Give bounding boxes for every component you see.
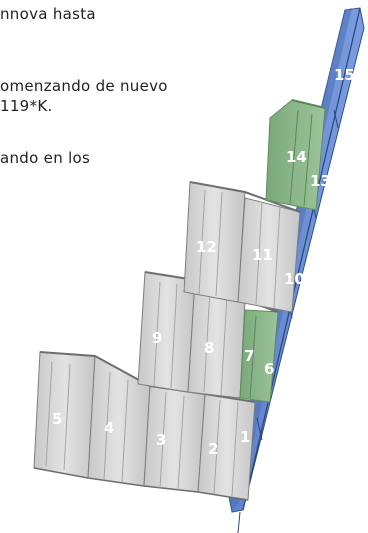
panel-number-13: 13 <box>310 172 331 190</box>
panel-number-1: 1 <box>240 428 250 446</box>
instruction-text-line-4: ando en los <box>0 149 91 167</box>
instruction-text-line-1: nnova hasta <box>0 5 96 23</box>
panel-number-5: 5 <box>52 410 62 428</box>
panel-number-10: 10 <box>284 270 305 288</box>
panel-number-7: 7 <box>244 347 254 365</box>
panel-number-2: 2 <box>208 440 218 458</box>
row-upper <box>183 181 301 313</box>
instruction-text-line-3: 119*K. <box>0 97 53 115</box>
panel-number-6: 6 <box>264 360 274 378</box>
panel-number-15: 15 <box>334 66 355 84</box>
panel-number-4: 4 <box>104 419 114 437</box>
panel-number-3: 3 <box>156 431 166 449</box>
row-top <box>265 99 326 211</box>
panel-number-14: 14 <box>286 148 307 166</box>
panel-number-labels: 1 2 3 4 5 6 7 8 9 10 11 12 13 14 15 <box>52 66 355 458</box>
panel-number-12: 12 <box>196 238 217 256</box>
panel-number-8: 8 <box>204 339 214 357</box>
panel-number-11: 11 <box>252 246 273 264</box>
panel-number-9: 9 <box>152 329 162 347</box>
instruction-text-line-2: omenzando de nuevo <box>0 77 168 95</box>
